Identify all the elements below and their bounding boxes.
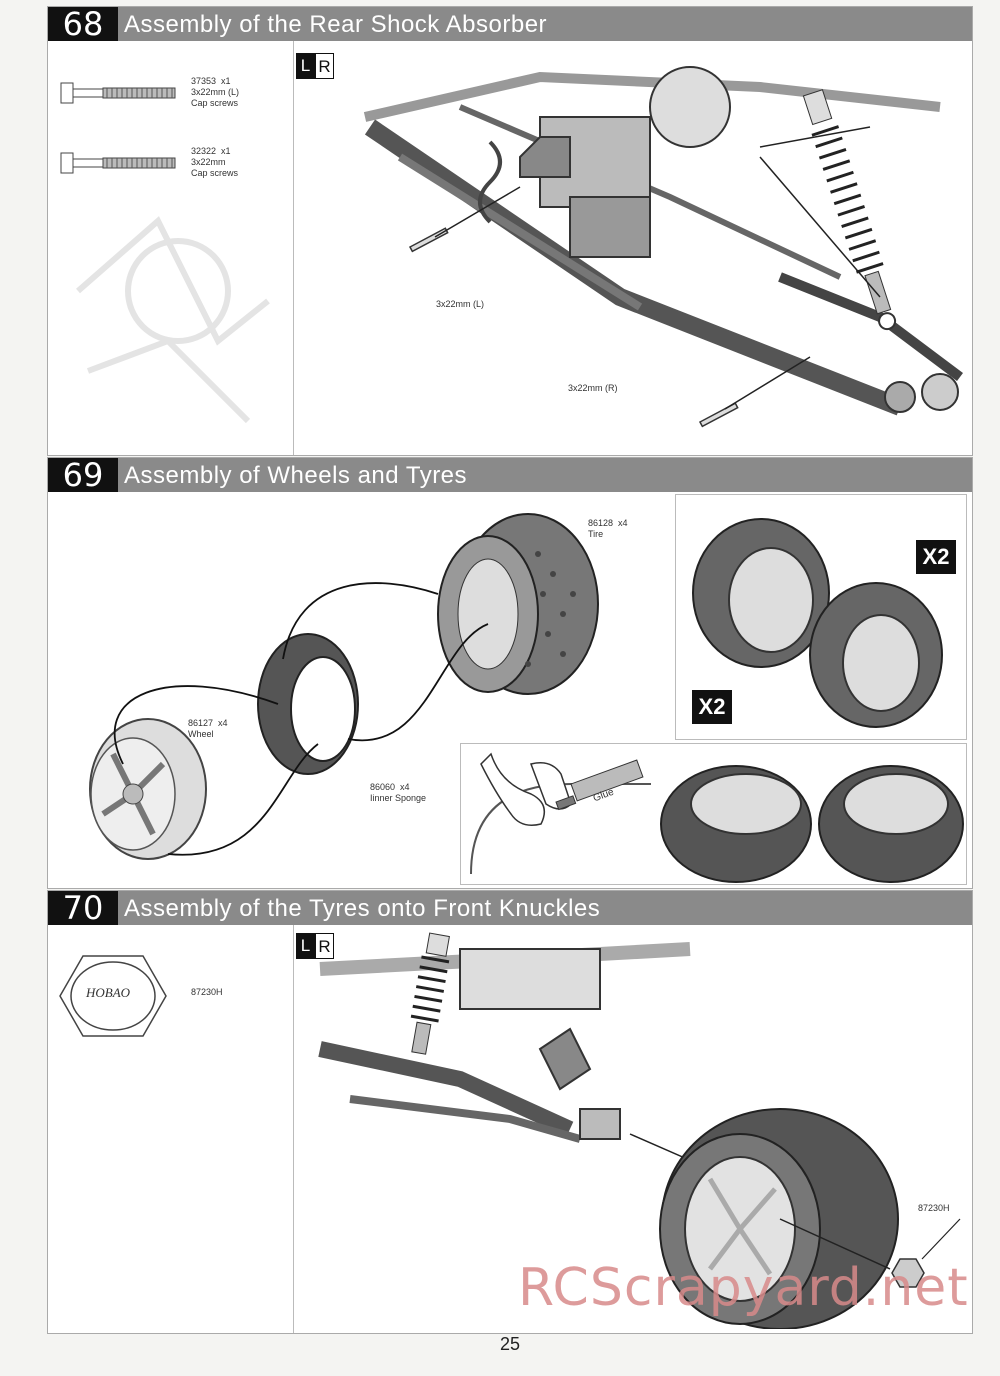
part-87230H: 87230H <box>191 987 223 997</box>
step-number: 70 <box>48 891 118 925</box>
glue-illustration <box>470 752 964 883</box>
part-qty: x1 <box>221 146 231 156</box>
part-sponge: 86060 x4 Iinner Sponge <box>370 782 426 804</box>
tire-icon <box>660 765 812 883</box>
screw-label-left: 3x22mm (L) <box>436 299 485 309</box>
part-name: Wheel <box>188 729 214 739</box>
hex-nut-icon <box>59 955 167 1037</box>
page-number: 25 <box>499 1334 521 1354</box>
part-tire: 86128 x4 Tire <box>588 518 628 540</box>
screw-icon <box>60 152 176 174</box>
step-header: 68 Assembly of the Rear Shock Absorber <box>48 7 972 41</box>
lr-left: L <box>296 933 315 959</box>
ghost-illustration <box>76 216 270 424</box>
multiplier-badge: X2 <box>916 540 956 574</box>
part-name: Cap screws <box>191 168 239 178</box>
part-name: Iinner Sponge <box>370 793 427 803</box>
glue-tube-icon <box>555 759 644 811</box>
step-number: 68 <box>48 7 118 41</box>
lr-left: L <box>296 53 315 79</box>
hex-nut-icon <box>891 1258 925 1288</box>
step-title: Assembly of the Rear Shock Absorber <box>124 11 548 38</box>
step-header: 69 Assembly of Wheels and Tyres <box>48 458 972 492</box>
step-header: 70 Assembly of the Tyres onto Front Knuc… <box>48 891 972 925</box>
lr-indicator: L R <box>296 53 334 79</box>
part-qty: x4 <box>618 518 628 528</box>
step-number: 69 <box>48 458 118 492</box>
step-title: Assembly of Wheels and Tyres <box>124 462 468 489</box>
tire-icon <box>818 765 964 883</box>
part-name: Tire <box>588 529 604 539</box>
wheel-icon <box>89 718 207 860</box>
glue-box: Glue <box>460 743 967 885</box>
part-code: 86127 <box>188 718 214 728</box>
part-32322: 32322 x1 3x22mm Cap screws <box>191 146 238 179</box>
part-qty: x4 <box>218 718 228 728</box>
tire-pair-box: X2 X2 <box>675 494 967 740</box>
part-code: 32322 <box>191 146 217 156</box>
screw-label-right: 3x22mm (R) <box>568 383 618 393</box>
parts-panel: HOBAO 87230H <box>48 925 294 1333</box>
shock-absorber-icon <box>802 89 897 331</box>
part-name: Cap screws <box>191 98 239 108</box>
part-qty: x1 <box>221 76 231 86</box>
part-code: 86060 <box>370 782 396 792</box>
step-title: Assembly of the Tyres onto Front Knuckle… <box>124 895 601 922</box>
tire-icon <box>692 518 830 668</box>
part-size: 3x22mm (L) <box>191 87 240 97</box>
watermark: RCScrapyard.net <box>518 1258 969 1318</box>
step-69: 69 Assembly of Wheels and Tyres <box>47 457 973 889</box>
step-70: 70 Assembly of the Tyres onto Front Knuc… <box>47 890 973 1334</box>
shock-absorber-icon <box>410 932 450 1055</box>
sponge-icon <box>257 633 359 775</box>
part-37353: 37353 x1 3x22mm (L) Cap screws <box>191 76 239 109</box>
part-code: 86128 <box>588 518 614 528</box>
lr-indicator: L R <box>296 933 334 959</box>
hand-icon <box>480 752 572 826</box>
part-qty: x4 <box>400 782 410 792</box>
parts-panel: 37353 x1 3x22mm (L) Cap screws 32322 x1 … <box>48 41 294 455</box>
nut-label: 87230H <box>918 1203 950 1213</box>
tire-pair-illustration <box>692 518 943 728</box>
lr-right: R <box>315 933 334 959</box>
lr-right: R <box>315 53 334 79</box>
front-knuckle-illustration <box>318 932 961 1329</box>
multiplier-badge: X2 <box>692 690 732 724</box>
part-size: 3x22mm <box>191 157 226 167</box>
wheel-assembly-illustration <box>89 513 599 860</box>
part-code: 37353 <box>191 76 217 86</box>
tire-icon <box>437 513 599 695</box>
part-wheel: 86127 x4 Wheel <box>188 718 228 740</box>
step-68: 68 Assembly of the Rear Shock Absorber <box>47 6 973 456</box>
tire-icon <box>809 582 943 728</box>
nut-brand: HOBAO <box>86 985 131 1000</box>
screw-icon <box>60 82 176 104</box>
rear-suspension-illustration <box>363 66 963 428</box>
